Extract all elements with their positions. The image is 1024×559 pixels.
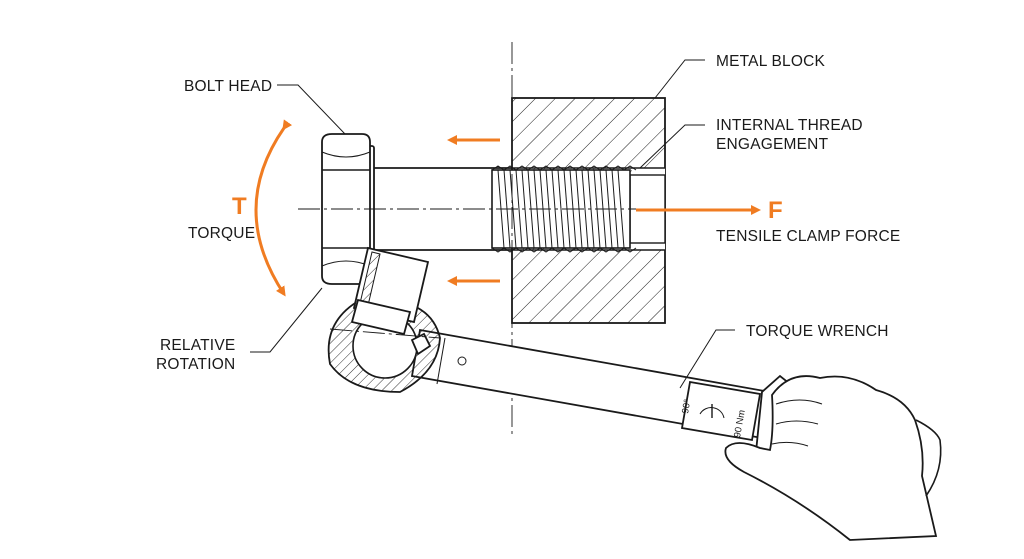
label-metal-block: METAL BLOCK	[716, 53, 825, 70]
label-torque: TORQUE	[188, 225, 255, 242]
hand	[724, 375, 942, 541]
gauge-torque-label: 90 Nm	[732, 409, 748, 439]
label-relative-2: ROTATION	[156, 356, 235, 373]
torque-gauge: 90° 90 Nm	[680, 398, 748, 438]
label-relative-1: RELATIVE	[160, 337, 235, 354]
gauge-angle-label: 90°	[680, 398, 693, 414]
label-internal-thread-2: ENGAGEMENT	[716, 136, 829, 153]
torque-symbol: T	[232, 193, 247, 220]
socket	[350, 246, 430, 336]
label-bolt-head: BOLT HEAD	[184, 78, 272, 95]
clamp-arrows	[447, 135, 761, 286]
label-internal-thread-1: INTERNAL THREAD	[716, 117, 863, 134]
torque-wrench: 90° 90 Nm	[327, 246, 792, 453]
label-tensile-clamp-force: TENSILE CLAMP FORCE	[716, 228, 900, 245]
torque-rotation-arrow	[254, 119, 293, 297]
label-torque-wrench: TORQUE WRENCH	[746, 323, 889, 340]
leader-lines	[250, 59, 735, 389]
force-symbol: F	[768, 197, 783, 224]
